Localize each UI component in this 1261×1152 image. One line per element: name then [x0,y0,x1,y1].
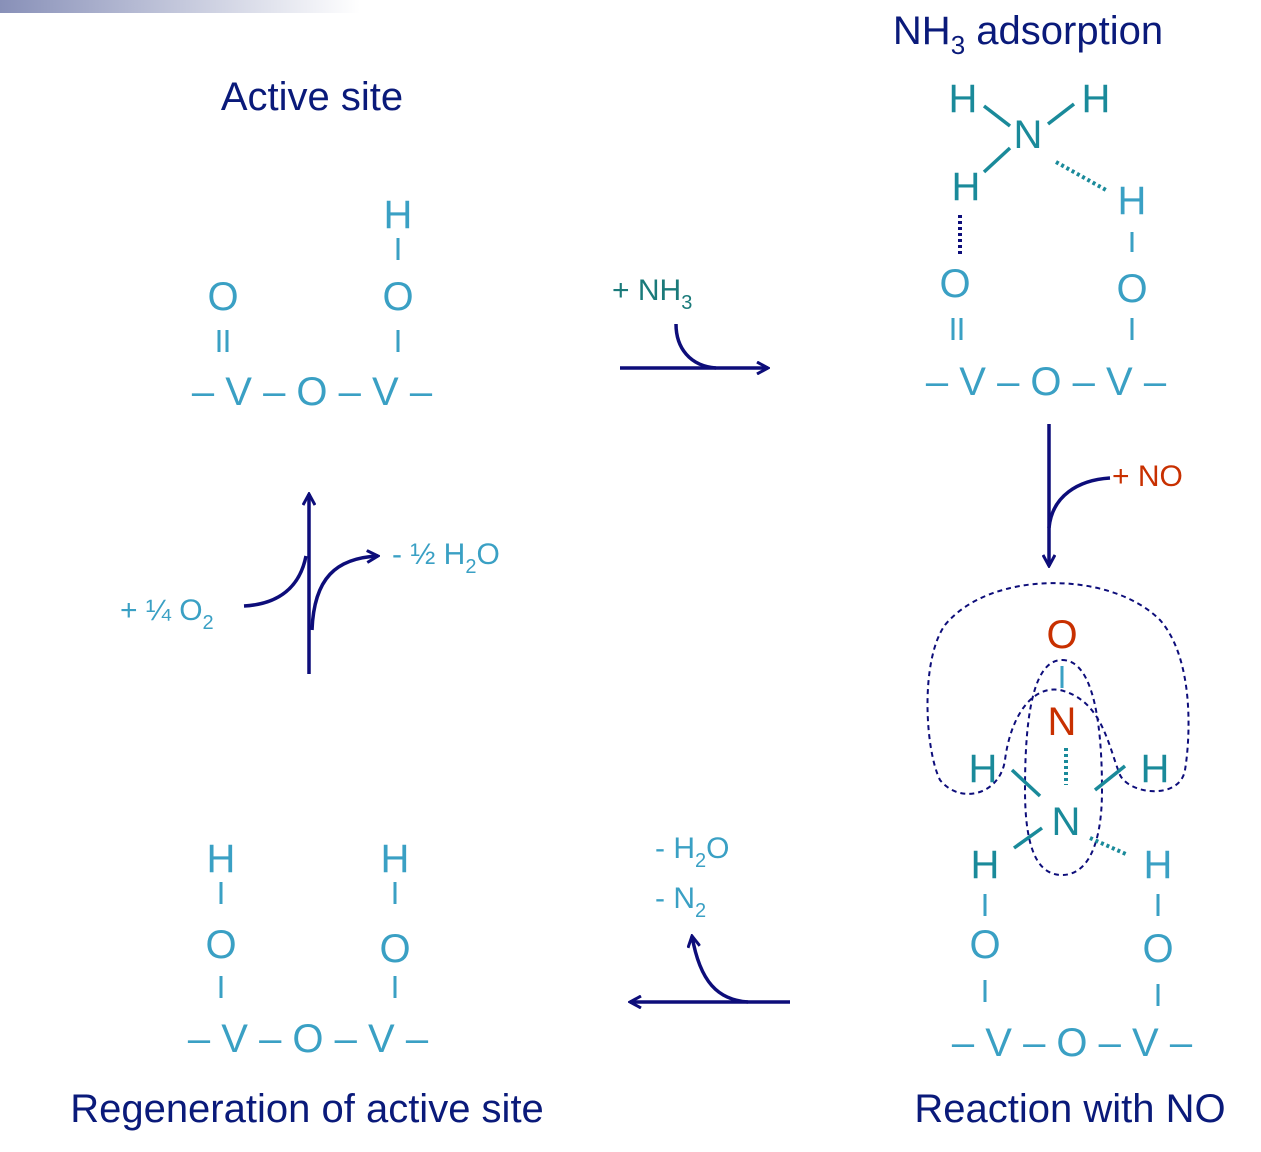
structure-active-site: H O O – V – O – V – [192,193,433,414]
hydrogen-bond [1055,160,1107,192]
arrow-regeneration: + ¼ O2 - ½ H2O [120,494,500,674]
atom-h: H [1141,747,1170,791]
atom-h: H [969,747,998,791]
arrow-product-release: - H2O - N2 [630,832,790,1002]
atom-n-no: N [1048,700,1077,744]
title-active-site: Active site [221,75,403,119]
reagent-plus-quarter-o2: + ¼ O2 [120,594,214,634]
dashed-outline-outer [926,582,1190,795]
bond-n-h [1012,826,1044,850]
title-regeneration: Regeneration of active site [70,1087,544,1131]
atom-o: O [382,275,413,319]
arrow-nh3-addition: + NH3 [612,274,768,368]
reagent-minus-half-h2o: - ½ H2O [392,538,500,578]
reagent-minus-h2o: - H2O [655,832,729,872]
atom-o: O [1142,927,1173,971]
v-o-v-chain: – V – O – V – [192,370,433,414]
reagent-minus-n2: - N2 [655,882,706,922]
dashed-outline-inner [1023,658,1104,877]
atom-h: H [207,837,236,881]
atom-n: N [1014,113,1043,157]
atom-o: O [969,923,1000,967]
bond-n-h [982,104,1012,128]
hydrogen-bond [1089,836,1129,857]
title-nh3-adsorption: NH3 adsorption [893,9,1163,60]
atom-h: H [381,837,410,881]
arrow-branch [674,323,717,370]
title-reaction-with-no: Reaction with NO [914,1087,1225,1131]
bond-n-h [1046,102,1076,126]
reagent-plus-no: + NO [1112,460,1183,493]
v-o-v-chain: – V – O – V – [926,360,1167,404]
structure-regenerated: H H O O – V – O – V – [188,837,429,1061]
atom-n-nh3: N [1052,800,1081,844]
arrow-no-addition: + NO [1049,424,1183,566]
atom-o: O [207,275,238,319]
atom-o: O [379,927,410,971]
v-o-v-chain: – V – O – V – [188,1017,429,1061]
decorative-top-bar [0,0,360,13]
arrow-branch-h2o [310,556,378,631]
atom-o-no: O [1046,613,1077,657]
structure-reaction-intermediate: O N H H N H H O O – V – O – V – [926,582,1193,1065]
bond-n-h [982,146,1012,174]
atom-h: H [949,77,978,121]
bond-n-h [1093,764,1127,792]
atom-o: O [939,262,970,306]
arrow-branch [692,936,749,1004]
atom-h: H [384,193,413,237]
v-o-v-chain: – V – O – V – [952,1021,1193,1065]
structure-nh3-adsorbed: H H N H H O O – V – O – V – [926,77,1167,404]
atom-o: O [1116,267,1147,311]
reagent-plus-nh3: + NH3 [612,274,692,314]
atom-h: H [952,165,981,209]
atom-h: H [1082,77,1111,121]
arrow-branch [1047,476,1111,529]
bond-n-h [1010,768,1042,798]
atom-h: H [971,843,1000,887]
arrow-branch-o2 [243,555,308,608]
atom-o: O [205,923,236,967]
atom-h: H [1144,843,1173,887]
atom-h: H [1118,179,1147,223]
